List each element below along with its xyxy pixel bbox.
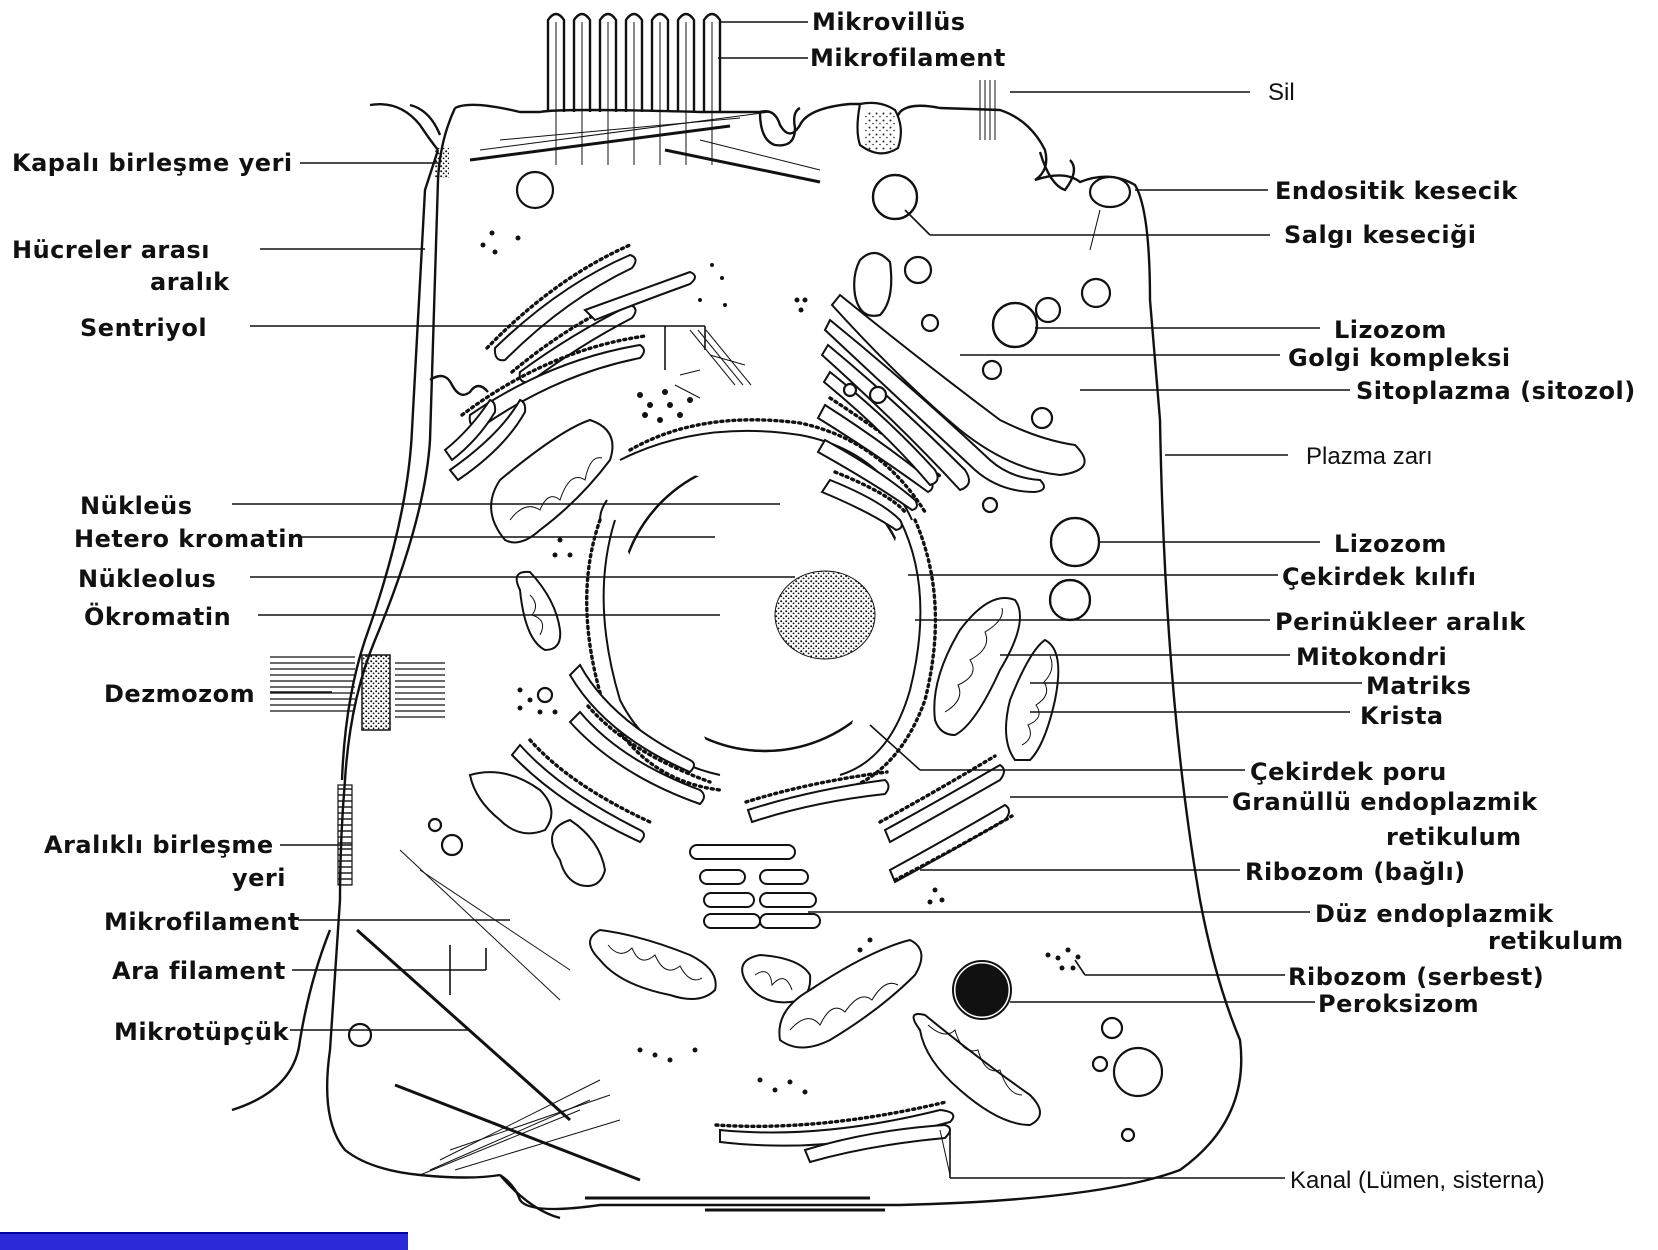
label-golgi: Golgi kompleksi (1288, 344, 1511, 372)
label-ribozom-bagli: Ribozom (bağlı) (1245, 858, 1466, 886)
label-mitokondri: Mitokondri (1296, 643, 1447, 671)
label-kapali: Kapalı birleşme yeri (12, 149, 293, 177)
label-duz-1: Düz endoplazmik (1315, 900, 1554, 928)
label-sentriyol: Sentriyol (80, 314, 207, 342)
label-sil: Sil (1268, 79, 1295, 106)
label-mikrofilament-top: Mikrofilament (810, 44, 1006, 72)
label-mikrotupcuk: Mikrotüpçük (114, 1018, 289, 1046)
label-salgi: Salgı keseciği (1284, 221, 1476, 249)
label-endositik: Endositik kesecik (1275, 177, 1518, 205)
centriole (637, 330, 751, 423)
labels-left: Kapalı birleşme yeri Hücreler arası aral… (12, 149, 305, 1046)
microvilli (470, 14, 820, 182)
label-cekirdek-poru: Çekirdek poru (1250, 758, 1447, 786)
labels-right: Sil Endositik kesecik Salgı keseciği Liz… (1232, 79, 1636, 1194)
label-mikrofilament-left: Mikrofilament (104, 908, 300, 936)
label-ara-filament: Ara filament (112, 957, 286, 985)
label-krista: Krista (1360, 702, 1444, 730)
label-granullu-2: retikulum (1386, 823, 1522, 851)
peroxisome (957, 965, 1007, 1015)
label-perinukleer: Perinükleer aralık (1275, 608, 1526, 636)
label-duz-2: retikulum (1488, 927, 1624, 955)
smooth-er (690, 845, 820, 928)
label-heterokromatin: Hetero kromatin (74, 525, 305, 553)
label-aralikli-1: Aralıklı birleşme (44, 831, 274, 859)
label-mikrovillus: Mikrovillüs (812, 8, 966, 36)
label-peroksizom: Peroksizom (1318, 990, 1479, 1018)
label-hucreler-1: Hücreler arası (12, 236, 210, 264)
label-hucreler-2: aralık (150, 268, 230, 296)
bottom-bar (0, 1232, 408, 1250)
labels-top: Mikrovillüs Mikrofilament (810, 8, 1006, 72)
nucleolus (775, 571, 875, 659)
label-matriks: Matriks (1366, 672, 1471, 700)
label-plazma: Plazma zarı (1306, 443, 1433, 470)
label-dezmozom: Dezmozom (104, 680, 255, 708)
label-granullu-1: Granüllü endoplazmik (1232, 788, 1538, 816)
label-okromatin: Ökromatin (84, 601, 231, 631)
label-kanal: Kanal (Lümen, sisterna) (1290, 1167, 1545, 1194)
label-cekirdek-kilifi: Çekirdek kılıfı (1282, 563, 1477, 591)
label-nukleolus: Nükleolus (78, 565, 216, 593)
label-lizozom-1: Lizozom (1334, 316, 1447, 344)
label-aralikli-2: yeri (232, 864, 286, 892)
label-nukleus: Nükleüs (80, 492, 193, 520)
label-ribozom-serbest: Ribozom (serbest) (1288, 963, 1544, 991)
label-lizozom-2: Lizozom (1334, 530, 1447, 558)
surface-vesicles (760, 80, 1130, 250)
label-sitoplazma: Sitoplazma (sitozol) (1356, 377, 1636, 405)
